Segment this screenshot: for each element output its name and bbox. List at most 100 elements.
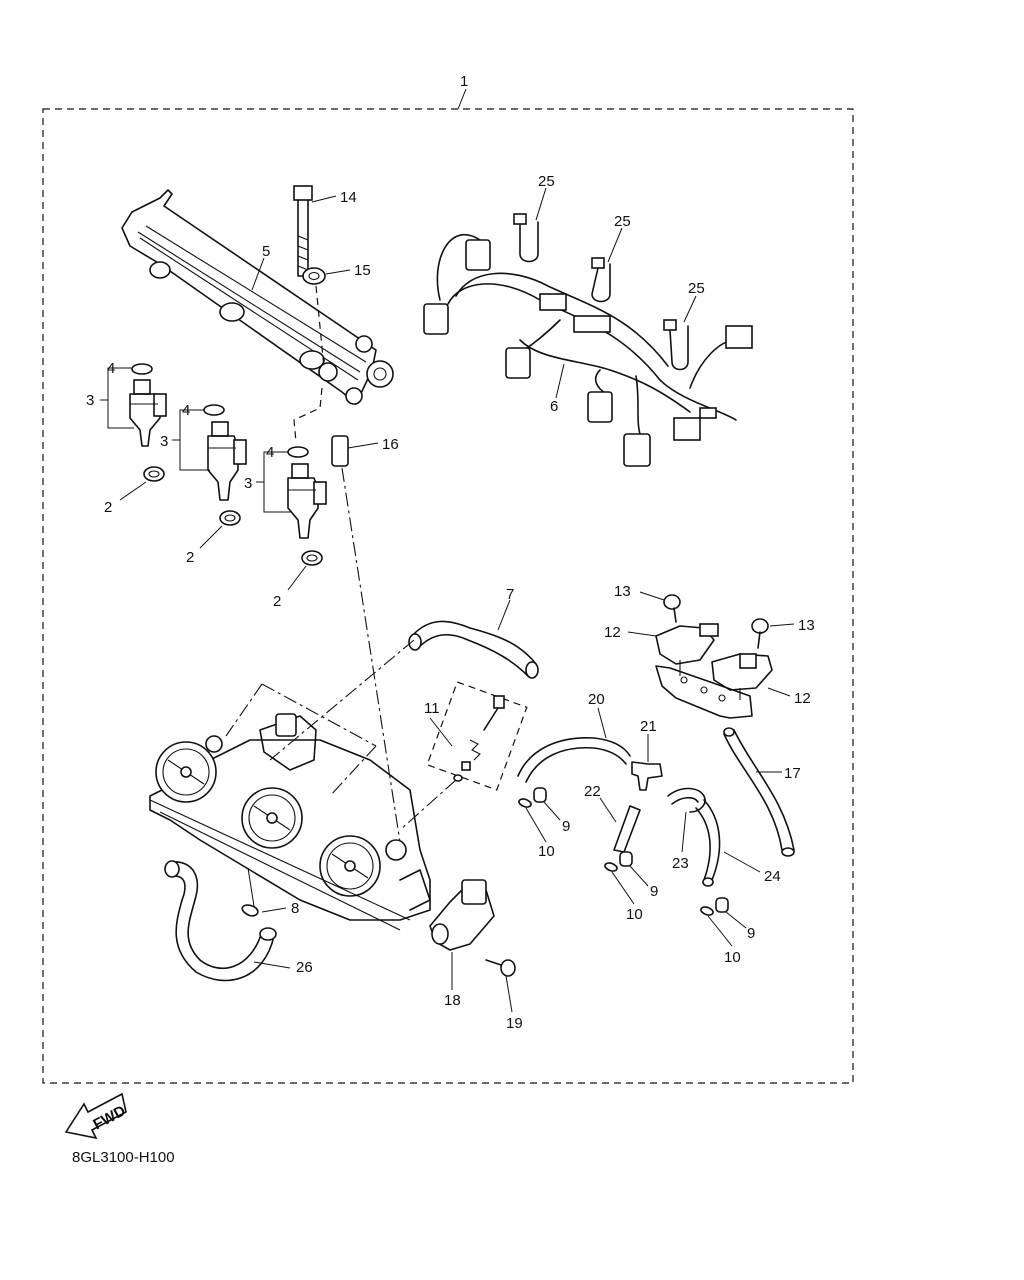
leader-10b bbox=[611, 871, 635, 905]
clip-10-left-part[interactable] bbox=[518, 798, 532, 808]
callout-23: 23 bbox=[672, 855, 689, 872]
leader-23 bbox=[681, 811, 687, 853]
callout-3b: 3 bbox=[160, 433, 168, 450]
alignment-line-intake-b bbox=[261, 683, 377, 747]
seal-2-left[interactable] bbox=[143, 466, 165, 482]
seal-2-middle[interactable] bbox=[219, 510, 241, 526]
callout-12b: 12 bbox=[794, 690, 811, 707]
diagram-code: 8GL3100-H100 bbox=[72, 1149, 175, 1166]
leader-10c bbox=[707, 915, 733, 947]
alignment-line-injector bbox=[293, 387, 323, 443]
callout-4b: 4 bbox=[182, 402, 190, 419]
leader-8 bbox=[261, 907, 287, 913]
callout-9b: 9 bbox=[650, 883, 658, 900]
cap-9-left-part[interactable] bbox=[533, 787, 547, 803]
hose-23-part[interactable] bbox=[667, 787, 706, 813]
callout-10a: 10 bbox=[538, 843, 555, 860]
hose-26-part[interactable] bbox=[164, 860, 277, 982]
leader-9a bbox=[543, 801, 561, 821]
bolt-13-left-part[interactable] bbox=[663, 594, 681, 623]
leader-2c bbox=[287, 565, 307, 591]
hose-22-part[interactable] bbox=[613, 805, 641, 853]
clip-8-part[interactable] bbox=[241, 904, 259, 917]
washer-15-part[interactable] bbox=[302, 267, 326, 285]
leader-26 bbox=[253, 961, 291, 969]
callout-5: 5 bbox=[262, 243, 270, 260]
leader-13a bbox=[639, 591, 665, 601]
leader-15 bbox=[325, 269, 351, 275]
callout-14: 14 bbox=[340, 189, 357, 206]
alignment-line-intake-c bbox=[329, 745, 377, 797]
callout-1: 1 bbox=[460, 73, 468, 90]
bracket-plate-part[interactable] bbox=[655, 665, 753, 719]
clamp-25-middle[interactable] bbox=[591, 257, 611, 303]
callout-25a: 25 bbox=[538, 173, 555, 190]
leader-6 bbox=[555, 363, 565, 399]
clamp-25-left[interactable] bbox=[513, 213, 539, 263]
fwd-arrow-icon: FWD bbox=[64, 1092, 129, 1140]
callout-10c: 10 bbox=[724, 949, 741, 966]
callout-10b: 10 bbox=[626, 906, 643, 923]
collar-16-part[interactable] bbox=[331, 435, 349, 467]
wire-harness-part[interactable] bbox=[423, 233, 753, 467]
leader-25c bbox=[683, 295, 697, 323]
callout-25b: 25 bbox=[614, 213, 631, 230]
throttle-body-assembly-part[interactable] bbox=[149, 713, 431, 931]
clip-10-right-part[interactable] bbox=[700, 906, 714, 916]
leader-22 bbox=[599, 797, 617, 823]
o-ring-4-right[interactable] bbox=[287, 446, 309, 458]
injector-left-part[interactable] bbox=[129, 379, 167, 447]
callout-2c: 2 bbox=[273, 593, 281, 610]
leader-9b bbox=[629, 865, 649, 887]
cap-9-right-part[interactable] bbox=[715, 897, 729, 913]
alignment-line-collar bbox=[341, 467, 401, 843]
leader-25a bbox=[535, 187, 547, 221]
joint-21-part[interactable] bbox=[631, 761, 663, 791]
bracket-12-lower-part[interactable] bbox=[711, 653, 773, 700]
callout-17: 17 bbox=[784, 765, 801, 782]
screw-11-box bbox=[426, 681, 528, 791]
bracket-12-upper-part[interactable] bbox=[655, 623, 719, 676]
callout-21: 21 bbox=[640, 718, 657, 735]
seal-2-right[interactable] bbox=[301, 550, 323, 566]
screw-19-part[interactable] bbox=[485, 959, 516, 977]
callout-22: 22 bbox=[584, 783, 601, 800]
callout-15: 15 bbox=[354, 262, 371, 279]
clip-10-middle-part[interactable] bbox=[604, 862, 618, 872]
callout-12a: 12 bbox=[604, 624, 621, 641]
fuel-rail-part[interactable] bbox=[121, 189, 394, 405]
leader-13b bbox=[769, 623, 795, 627]
leader-2b bbox=[199, 525, 223, 549]
hose-20-part[interactable] bbox=[517, 737, 631, 783]
cap-9-middle-part[interactable] bbox=[619, 851, 633, 867]
leader-12b bbox=[767, 687, 791, 697]
hose-24-part[interactable] bbox=[695, 799, 721, 887]
leader-26b bbox=[247, 867, 255, 907]
o-ring-4-left[interactable] bbox=[131, 363, 153, 375]
callout-20: 20 bbox=[588, 691, 605, 708]
callout-16: 16 bbox=[382, 436, 399, 453]
sensor-18-part[interactable] bbox=[429, 879, 495, 951]
bolt-14-part[interactable] bbox=[293, 185, 313, 277]
leader-20 bbox=[597, 707, 607, 739]
injector-middle-part[interactable] bbox=[207, 421, 247, 501]
callout-9c: 9 bbox=[747, 925, 755, 942]
leader-12a bbox=[627, 631, 657, 637]
screw-set-11-part[interactable] bbox=[453, 695, 505, 782]
callout-18: 18 bbox=[444, 992, 461, 1009]
callout-3c: 3 bbox=[244, 475, 252, 492]
o-ring-4-middle[interactable] bbox=[203, 404, 225, 416]
alignment-line-hose7 bbox=[269, 639, 415, 761]
leader-24 bbox=[723, 851, 761, 873]
clamp-25-right[interactable] bbox=[663, 319, 689, 371]
injector-right-part[interactable] bbox=[287, 463, 327, 539]
callout-4c: 4 bbox=[266, 444, 274, 461]
hose-17-part[interactable] bbox=[723, 727, 795, 857]
alignment-line-screw11 bbox=[399, 779, 457, 831]
hose-7-part[interactable] bbox=[408, 620, 539, 679]
callout-24: 24 bbox=[764, 868, 781, 885]
callout-7: 7 bbox=[506, 586, 514, 603]
bolt-13-right-part[interactable] bbox=[751, 618, 769, 649]
